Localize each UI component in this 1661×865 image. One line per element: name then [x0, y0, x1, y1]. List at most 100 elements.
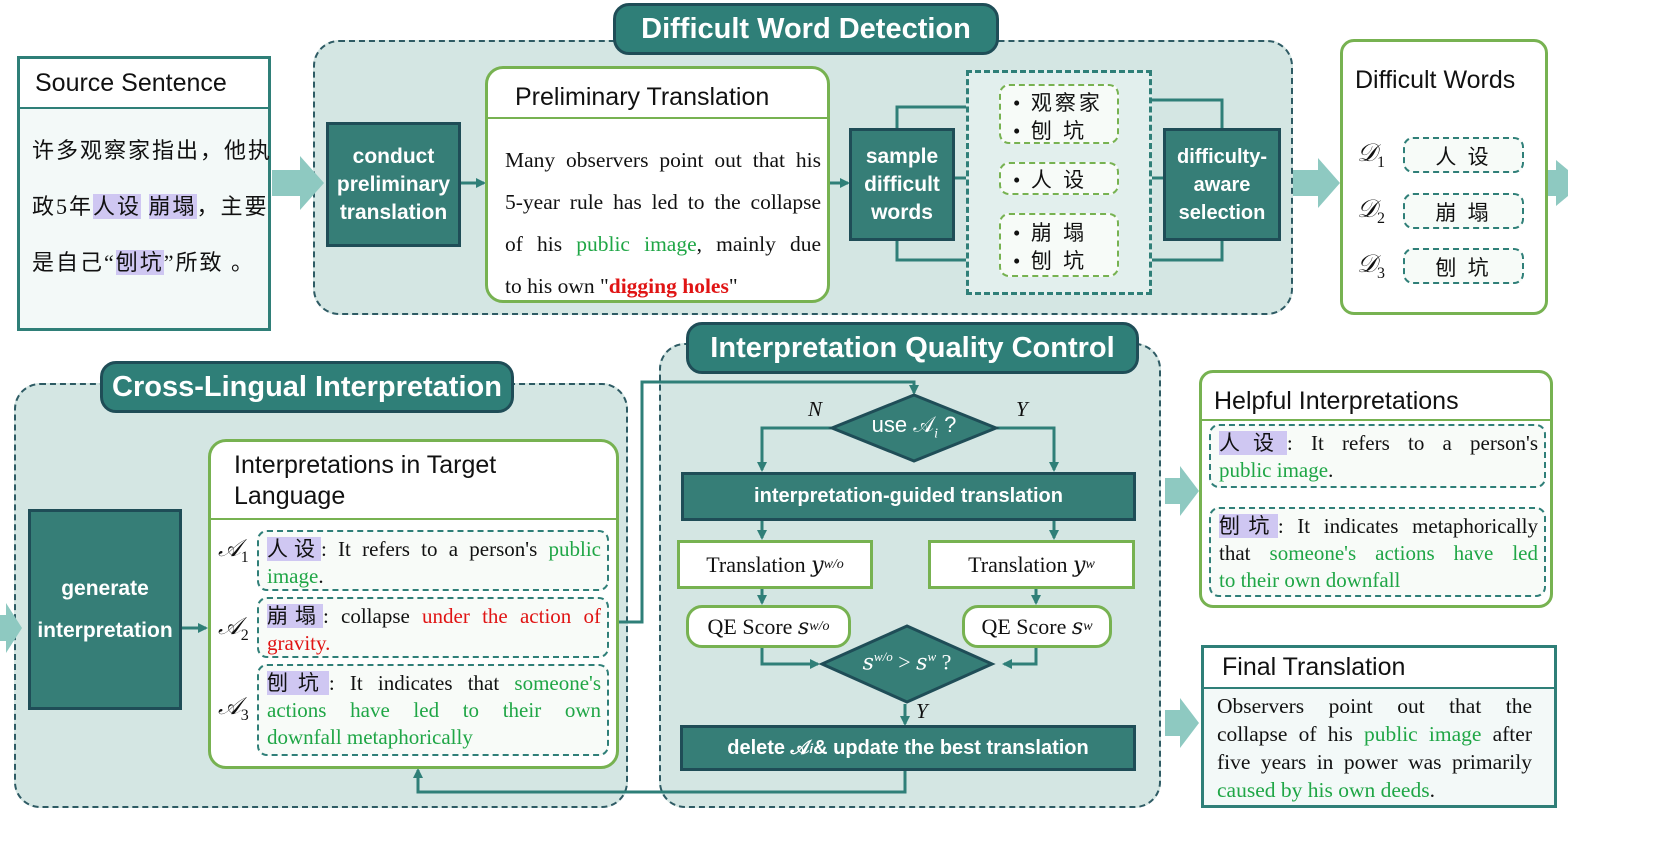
helpful-item-2: 刨坑: It indicates metaphorically that som… [1209, 507, 1546, 597]
source-sentence-box: Source Sentence 许多观察家指出，他执 政5年人设 崩塌，主要 是… [17, 56, 271, 331]
subscript: 3 [1376, 265, 1385, 282]
text: , mainly due [696, 232, 821, 256]
interp-line: gravity. [267, 630, 601, 657]
sample-word: 崩 塌 [1030, 221, 1088, 245]
green-phrase: someone's [514, 671, 602, 695]
text: QE Score 𝑠 [981, 613, 1084, 639]
interp-line: image. [267, 563, 601, 590]
green-phrase: someone's actions have led [1269, 541, 1538, 565]
interp-line: 崩塌: collapse under the action of [267, 603, 601, 630]
source-line-3: 是自己“刨坑”所致 。 [32, 245, 255, 277]
highlight-word: 崩塌 [148, 194, 197, 219]
highlight-word: 人设 [267, 537, 321, 561]
text: after [1481, 722, 1532, 746]
difficulty-selection-box: difficulty-aware selection [1163, 128, 1281, 241]
sample-item: • 崩 塌 [1013, 217, 1087, 247]
interpretation-a2: 崩塌: collapse under the action of gravity… [257, 597, 609, 658]
subscript: 2 [240, 626, 249, 644]
source-text: 许多观察家指出，他执 [32, 138, 273, 163]
question-mark: ? [937, 412, 957, 437]
interp-line: 刨坑: It indicates metaphorically [1219, 513, 1538, 540]
sample-word: 人 设 [1030, 168, 1088, 192]
difficult-word-box [1403, 137, 1524, 173]
final-line: Observers point out that the [1217, 694, 1532, 718]
green-phrase: actions have led to their own [267, 698, 601, 722]
a-symbol: 𝒜 [218, 694, 241, 720]
final-line: five years in power was primarily [1217, 750, 1532, 774]
interp-line: public image. [1219, 457, 1538, 484]
difficult-word: 崩 塌 [1435, 201, 1492, 225]
interp-line: that someone's actions have led [1219, 540, 1538, 567]
highlight-word: 刨坑 [267, 671, 329, 695]
text: . [1429, 778, 1435, 802]
a3-label: 𝒜3 [218, 694, 249, 725]
text: that [1219, 541, 1270, 565]
text: . [318, 564, 324, 588]
interp-line: 人设: It refers to a person's [1219, 430, 1538, 457]
green-phrase: to their own downfall [1219, 568, 1401, 592]
text: : It indicates metaphorically [1277, 514, 1539, 538]
superscript: w [1085, 556, 1095, 572]
generate-interpretation-box: generate interpretation [28, 509, 182, 710]
difficult-word-box [1403, 193, 1524, 229]
prelim-line: 5-year rule has led to the collapse [505, 190, 821, 214]
final-title: Final Translation [1204, 648, 1554, 689]
text: 𝑠 [862, 649, 874, 675]
superscript: w/o [823, 556, 844, 572]
text: collapse of his [1217, 722, 1364, 746]
bullet: • [1013, 91, 1021, 115]
subscript: i [934, 426, 938, 442]
use-ai-diamond [827, 393, 1001, 463]
difficult-word-box [1403, 248, 1524, 284]
prelim-line: to his own "digging holes" [505, 265, 821, 307]
text: : collapse [322, 604, 423, 628]
final-line: collapse of his public image after [1217, 720, 1532, 748]
big-arrow-source-to-conduct [272, 156, 324, 210]
green-phrase: image [267, 564, 319, 588]
sample-item: • 观察家 [1013, 87, 1103, 117]
green-phrase: public image [576, 232, 697, 256]
source-text: ”所致 。 [163, 250, 256, 275]
superscript: w/o [873, 649, 893, 664]
text: " [728, 274, 738, 298]
highlight-word: 刨坑 [1219, 514, 1278, 538]
sample-set-3 [999, 213, 1119, 277]
text: . [325, 631, 331, 655]
use-text: use 𝒜 [871, 412, 935, 437]
subscript: 1 [240, 548, 249, 566]
final-translation-box: Final Translation Observers point out th… [1201, 645, 1557, 808]
preliminary-title: Preliminary Translation [488, 69, 827, 119]
bullet: • [1013, 221, 1021, 245]
difficult-word: 人 设 [1435, 145, 1492, 169]
a-symbol: 𝒜 [218, 614, 241, 640]
bullet: • [1013, 119, 1021, 143]
sample-set-2 [999, 162, 1119, 195]
highlight-word: 人设 [93, 194, 142, 219]
subscript: 3 [240, 706, 249, 724]
text: ? [936, 649, 952, 675]
text: QE Score 𝑠 [707, 613, 810, 639]
sample-item: • 人 设 [1013, 164, 1087, 194]
text: & update the best translation [813, 736, 1089, 759]
d-symbol: 𝒟 [1357, 251, 1377, 278]
sample-words-box: sample difficult words [849, 128, 955, 241]
green-phrase: caused by his own deeds [1217, 778, 1430, 802]
big-arrow-to-final [1165, 698, 1199, 748]
text: : It refers to a person's [320, 537, 549, 561]
big-arrow-in-left [0, 603, 22, 653]
superscript: w [927, 649, 937, 664]
conduct-translation-box: conduct preliminary translation [326, 122, 461, 247]
red-phrase: digging holes [608, 274, 729, 298]
highlight-word: 刨坑 [115, 250, 164, 275]
red-phrase: gravity [267, 631, 326, 655]
difficult-word-label: 𝒟3 [1357, 251, 1385, 283]
subscript: i [809, 740, 814, 756]
compare-label: 𝑠w/o > 𝑠w ? [822, 649, 992, 675]
text: : It indicates that [328, 671, 515, 695]
highlight-word: 人设 [1219, 431, 1287, 455]
sample-word: 刨 坑 [1030, 249, 1088, 273]
source-text: 是自己“ [32, 250, 116, 275]
